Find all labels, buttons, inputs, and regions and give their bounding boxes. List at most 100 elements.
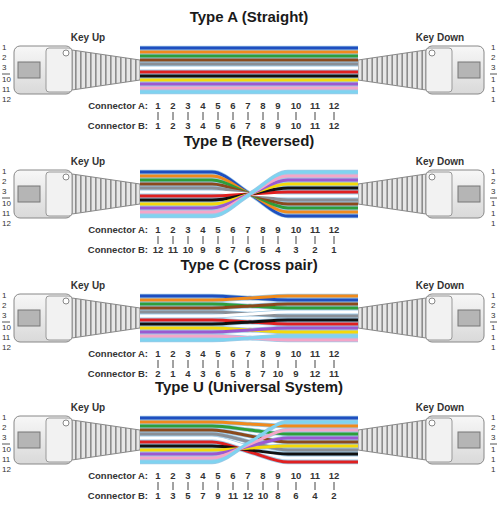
- fiber: [140, 422, 358, 462]
- pin-link: [158, 112, 159, 120]
- pin-number: 5: [215, 101, 220, 111]
- fiber-number: 2: [491, 424, 495, 432]
- pin-number: 5: [230, 369, 235, 379]
- pin-number: 10: [258, 491, 269, 501]
- fiber-number: 1: [491, 324, 495, 332]
- fiber-number: 1: [491, 334, 495, 342]
- fiber-number: 3: [491, 188, 495, 196]
- pin-number: 7: [200, 491, 205, 501]
- pin-link: [233, 482, 234, 490]
- pin-number: 12: [329, 225, 340, 235]
- fiber: [140, 430, 358, 442]
- fiber: [140, 79, 358, 82]
- pin-link: [218, 360, 219, 368]
- pin-number: 5: [215, 121, 220, 131]
- fiber: [140, 320, 358, 324]
- fiber-outline: [140, 50, 358, 54]
- fiber-number: 2: [2, 178, 6, 186]
- pin-number: 1: [331, 245, 336, 255]
- pin-number: 8: [275, 491, 280, 501]
- fiber-number: 1: [491, 96, 495, 104]
- pin-link: [315, 482, 316, 490]
- fiber-outline: [140, 296, 358, 300]
- pin-number: 8: [245, 369, 250, 379]
- fiber-number: 10: [2, 200, 11, 208]
- pin-number: 4: [312, 491, 317, 501]
- pin-number: 10: [291, 349, 302, 359]
- pin-number: 8: [260, 101, 265, 111]
- pin-number: 2: [312, 245, 317, 255]
- fiber-number: 3: [2, 188, 6, 196]
- pin-number: 7: [245, 225, 250, 235]
- mpo-connector: [14, 46, 140, 94]
- fiber-number: 1: [491, 200, 495, 208]
- pin-number: 10: [291, 121, 302, 131]
- mpo-connector: [358, 294, 484, 342]
- fiber-number: 1: [491, 210, 495, 218]
- pin-number: 3: [185, 471, 190, 481]
- pin-number: 9: [275, 101, 280, 111]
- mpo-connector: [14, 416, 140, 464]
- pin-number: 12: [310, 369, 321, 379]
- pin-number: 6: [215, 369, 220, 379]
- pin-number: 9: [275, 349, 280, 359]
- fiber: [140, 172, 358, 216]
- key-label: Key Up: [71, 157, 105, 167]
- pin-link: [173, 112, 174, 120]
- key-label: Key Up: [71, 33, 105, 43]
- fiber: [140, 172, 358, 216]
- pin-link: [218, 112, 219, 120]
- pin-link: [263, 236, 264, 244]
- pin-number: 11: [329, 369, 339, 379]
- row-label: Connector B:: [88, 245, 148, 255]
- fiber: [140, 91, 358, 94]
- fiber-number: 12: [2, 466, 11, 474]
- pin-number: 7: [245, 349, 250, 359]
- pin-number: 4: [200, 349, 205, 359]
- pin-link: [263, 112, 264, 120]
- pin-link: [248, 360, 249, 368]
- fiber: [140, 312, 358, 316]
- pin-number: 2: [155, 369, 160, 379]
- pin-number: 10: [273, 369, 284, 379]
- pin-link: [158, 236, 159, 244]
- fiber-outline: [140, 320, 358, 324]
- fiber: [140, 296, 358, 300]
- pin-number: 5: [260, 245, 265, 255]
- row-label: Connector B:: [88, 491, 148, 501]
- key-label: Key Down: [416, 403, 464, 413]
- fiber-number: 2: [2, 302, 6, 310]
- fiber-outline: [140, 328, 358, 332]
- pin-number: 4: [200, 101, 205, 111]
- fiber-outline: [140, 304, 358, 308]
- pin-link: [218, 236, 219, 244]
- fiber-number: 3: [2, 64, 6, 72]
- pin-link: [218, 482, 219, 490]
- fiber: [140, 59, 358, 62]
- pin-number: 8: [260, 225, 265, 235]
- fiber: [140, 63, 358, 66]
- pin-link: [233, 360, 234, 368]
- pin-number: 3: [170, 491, 175, 501]
- pin-link: [203, 360, 204, 368]
- mpo-connector: [358, 170, 484, 218]
- pin-number: 2: [170, 349, 175, 359]
- fiber: [140, 47, 358, 50]
- fiber-number: 1: [2, 168, 6, 176]
- pin-number: 8: [260, 471, 265, 481]
- fiber-number: 1: [2, 292, 6, 300]
- fiber-outline: [140, 296, 358, 300]
- pin-number: 3: [185, 121, 190, 131]
- fiber: [140, 83, 358, 86]
- pin-number: 3: [185, 349, 190, 359]
- pin-number: 7: [260, 369, 265, 379]
- pin-number: 8: [260, 121, 265, 131]
- pin-link: [188, 236, 189, 244]
- fiber-outline: [140, 312, 358, 316]
- fiber: [140, 304, 358, 308]
- row-label: Connector A:: [88, 471, 148, 481]
- fiber-outline: [140, 90, 358, 94]
- pin-number: 6: [230, 225, 235, 235]
- fiber-number: 3: [491, 434, 495, 442]
- fiber-number: 3: [2, 434, 6, 442]
